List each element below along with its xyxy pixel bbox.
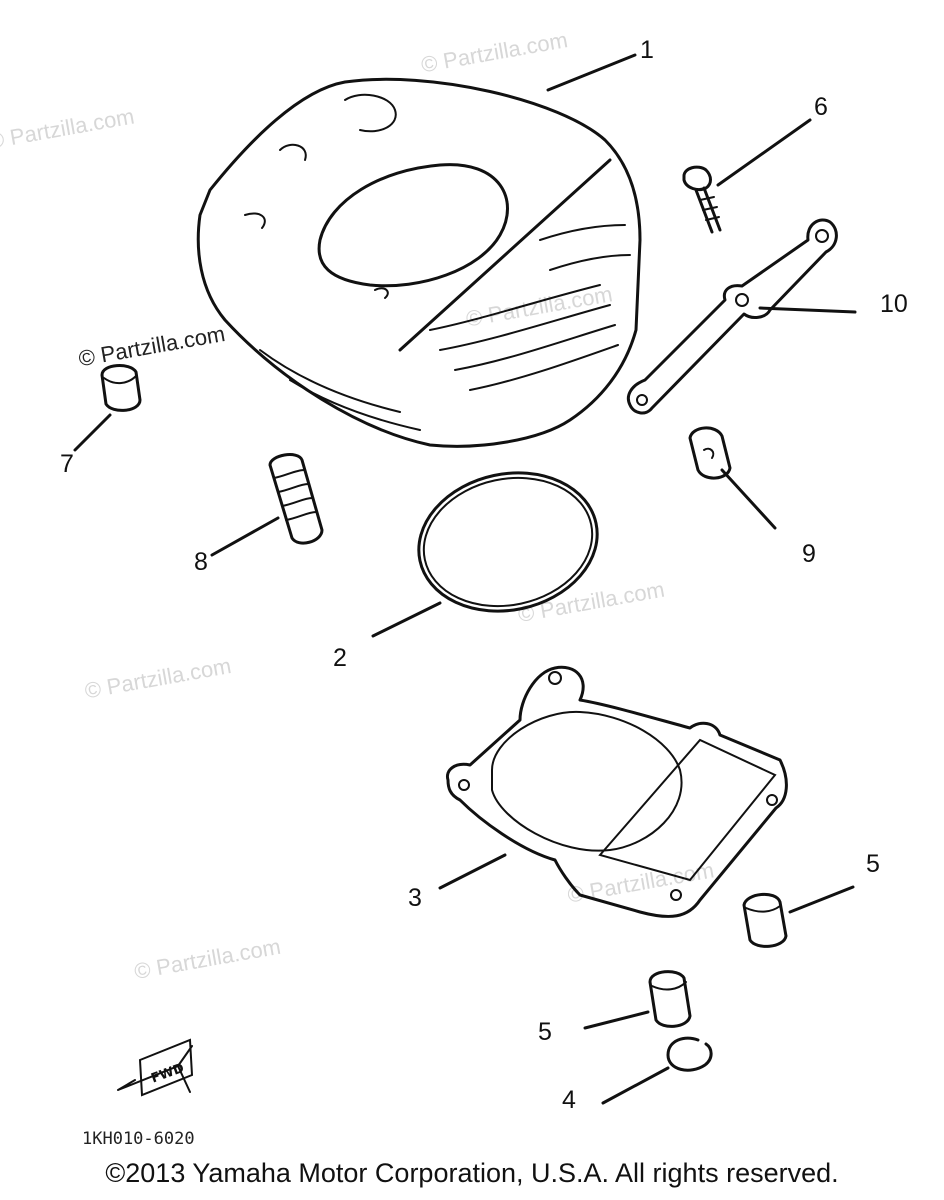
watermark-6: © Partzilla.com xyxy=(132,934,282,984)
callout-3: 3 xyxy=(408,884,422,912)
cylinder-part-1 xyxy=(196,77,642,448)
circlip-part-4 xyxy=(666,1036,713,1072)
callout-6: 6 xyxy=(814,93,828,121)
watermark-5: © Partzilla.com xyxy=(516,577,666,627)
dowel-part-5-upper xyxy=(742,893,788,948)
bracket-part-10 xyxy=(626,218,838,415)
dowel-part-9 xyxy=(688,426,732,480)
leader-1 xyxy=(546,53,637,92)
leader-4 xyxy=(601,1066,670,1105)
o-ring-part-2 xyxy=(417,471,599,613)
bolt-part-6 xyxy=(682,165,722,234)
watermark-2: © Partzilla.com xyxy=(419,27,569,77)
watermarks: © Partzilla.com © Partzilla.com © Partzi… xyxy=(0,27,716,984)
leader-8 xyxy=(210,516,280,557)
leader-10 xyxy=(758,306,857,314)
leader-7 xyxy=(73,413,112,452)
dowel-part-5-lower xyxy=(648,970,692,1028)
callout-9: 9 xyxy=(802,540,816,568)
fwd-label: FWD xyxy=(149,1061,186,1087)
callout-2: 2 xyxy=(333,644,347,672)
watermark-1: © Partzilla.com xyxy=(0,104,136,154)
dowel-part-7 xyxy=(100,364,142,412)
watermark-4: © Partzilla.com xyxy=(83,653,233,703)
watermark-dark: © Partzilla.com xyxy=(77,321,227,371)
callout-1: 1 xyxy=(640,36,654,64)
callout-4: 4 xyxy=(562,1086,576,1114)
leader-9 xyxy=(720,468,777,530)
fwd-marker: FWD xyxy=(117,1038,194,1097)
callout-numbers: 1 2 3 4 5 5 6 7 8 9 10 xyxy=(60,36,908,1114)
gasket-part-3 xyxy=(445,665,788,918)
stud-bolt-part-8 xyxy=(268,453,324,545)
callout-8: 8 xyxy=(194,548,208,576)
leader-lines xyxy=(73,53,857,1105)
leader-2 xyxy=(371,601,442,638)
diagram-code: 1KH010-6020 xyxy=(82,1129,195,1149)
leader-6 xyxy=(716,118,812,187)
watermark-dark-text: © Partzilla.com xyxy=(77,321,227,371)
watermark-3: © Partzilla.com xyxy=(464,281,614,331)
callout-5-upper: 5 xyxy=(866,850,880,878)
callout-10: 10 xyxy=(880,290,908,318)
leader-5-upper xyxy=(788,885,855,914)
watermark-7: © Partzilla.com xyxy=(566,857,716,907)
copyright-notice: ©2013 Yamaha Motor Corporation, U.S.A. A… xyxy=(105,1158,839,1188)
leader-5-lower xyxy=(583,1010,650,1030)
leader-3 xyxy=(438,853,507,890)
callout-7: 7 xyxy=(60,450,74,478)
callout-5-lower: 5 xyxy=(538,1018,552,1046)
